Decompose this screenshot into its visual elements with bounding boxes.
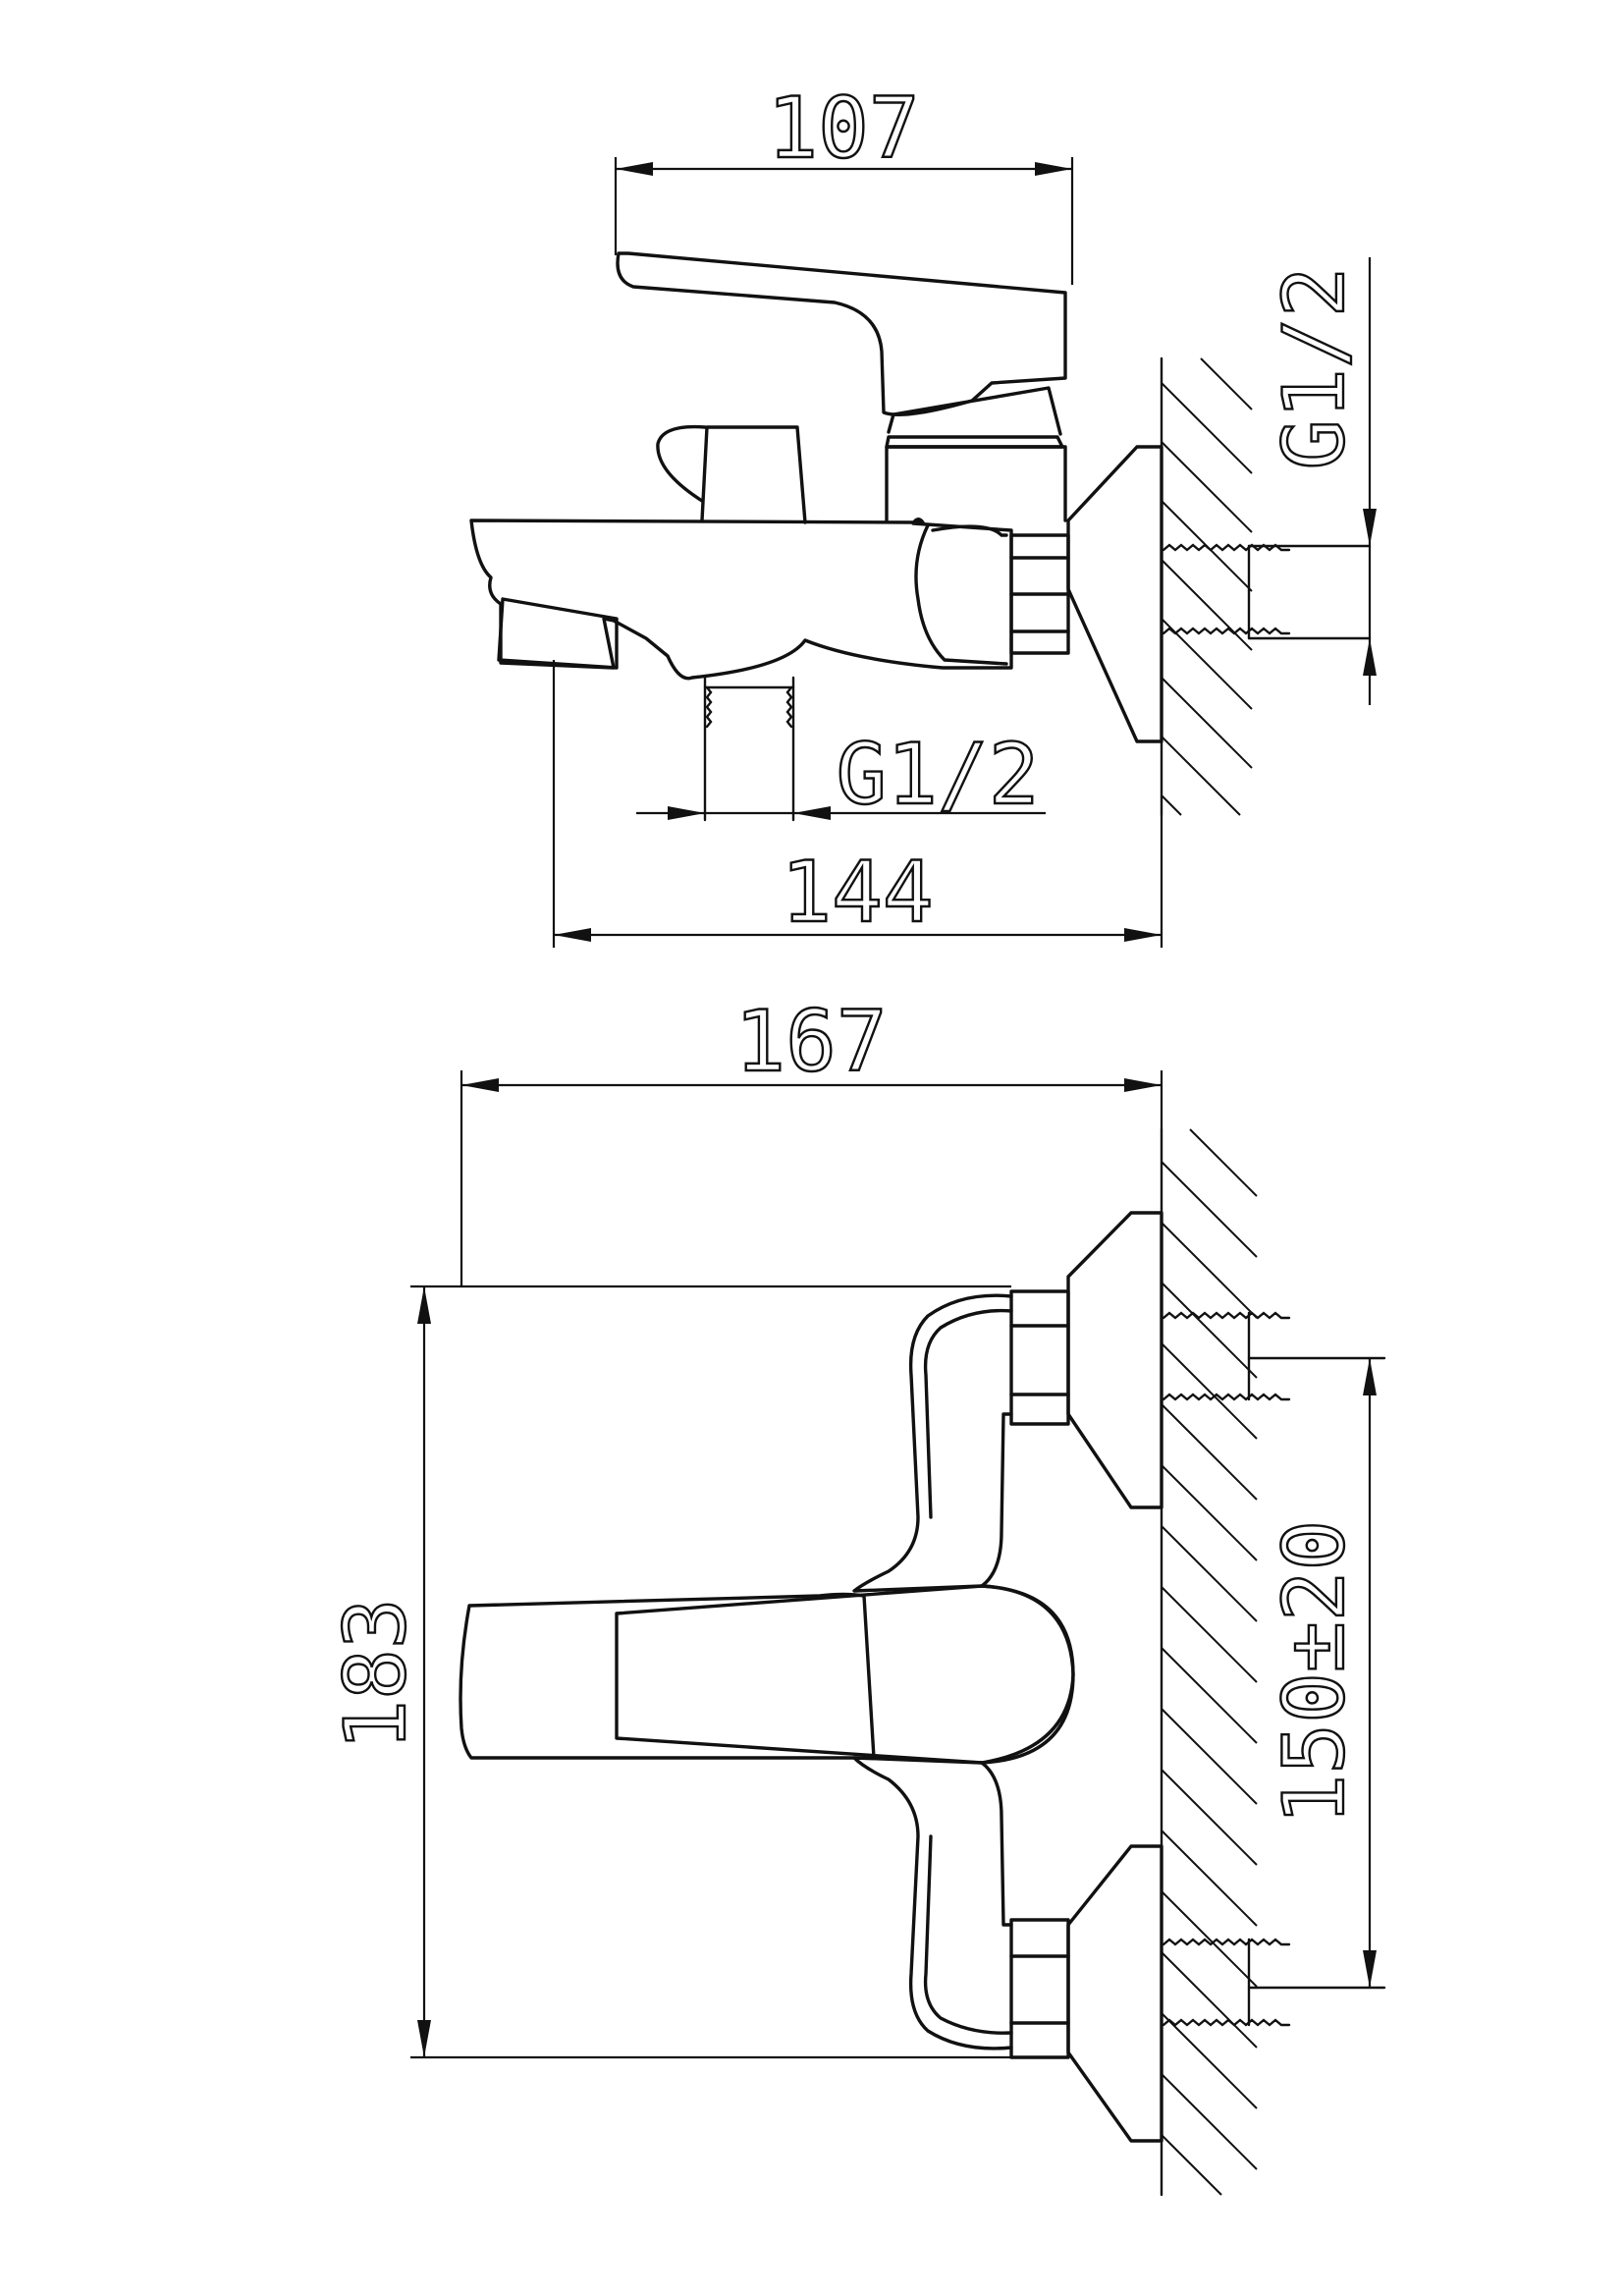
dim-167: 167 [460,992,1163,1286]
front-rosette-bottom [1066,1844,1163,2143]
outlet-thread-label: G1/2 [836,726,1039,824]
dim-150-20: 150±20 [1265,1358,1377,1988]
side-hex-nut [1009,533,1070,655]
front-mixer-arm-top [852,1293,1013,1593]
side-spout-nozzle [497,597,619,670]
front-wall-thread-bottom [1162,1938,1386,2027]
side-outlet-thread [703,676,795,822]
dim-wall-thread: G1/2 [1265,257,1377,705]
front-lever-handle [615,1584,1075,1765]
dim-183: 183 [326,1285,1011,2059]
side-wall-rosette [1066,445,1163,743]
side-wall-thread [1162,543,1372,640]
dim-150-20-label: 150±20 [1266,1520,1364,1826]
front-view: 167 183 150±20 [326,992,1386,2197]
front-mixer-arm-bottom [852,1756,1013,2050]
front-hex-nut-top [1009,1289,1070,1426]
dim-144: 144 [552,660,1163,948]
dim-167-label: 167 [734,993,887,1091]
dim-outlet-thread: G1/2 [636,725,1046,825]
side-cartridge-housing [885,445,1067,522]
side-wall-hatch [1160,356,1253,817]
front-body-disc [980,1584,1075,1765]
front-hex-nut-bottom [1009,1918,1070,2059]
dim-183-label: 183 [327,1598,425,1750]
front-rosette-top [1066,1211,1163,1509]
side-faucet-body [469,518,1013,681]
wall-thread-label: G1/2 [1266,266,1364,469]
side-view: 107 144 G1/2 G1/2 [469,79,1377,948]
dim-107: 107 [614,79,1074,285]
front-wall-thread-top [1162,1311,1386,1401]
dim-144-label: 144 [781,844,933,942]
dim-107-label: 107 [767,80,919,178]
side-diverter-knob [700,425,807,524]
front-spout [459,1592,876,1760]
side-body-inner-curve [914,523,1008,666]
side-lever-handle [616,251,1067,416]
front-wall-hatch [1160,1127,1258,2197]
